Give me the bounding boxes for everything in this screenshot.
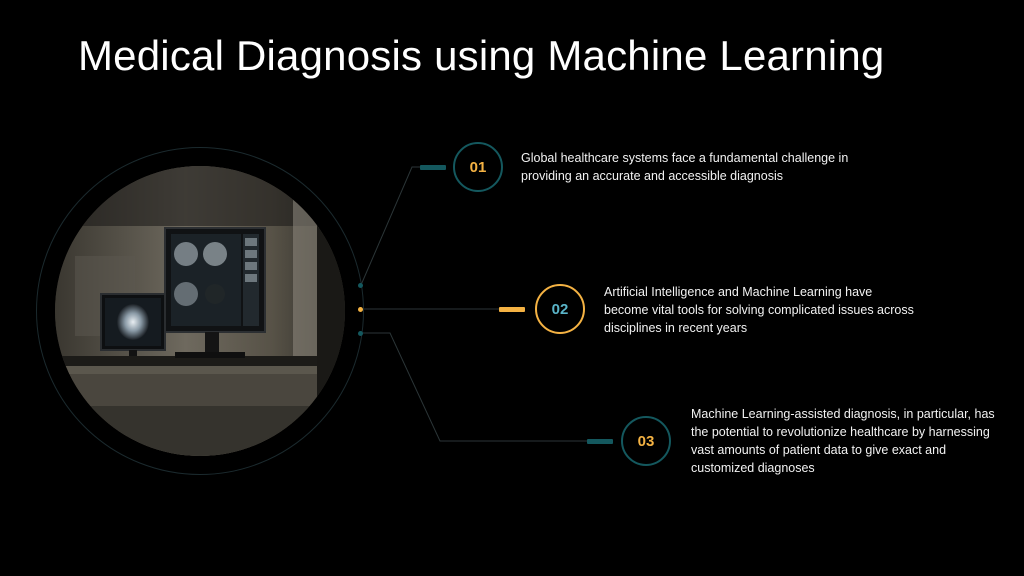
- item-1-number: 01: [469, 158, 487, 176]
- item-3-number: 03: [637, 432, 655, 450]
- item-1-number-circle: 01: [453, 142, 503, 192]
- ring-dot-3: [358, 331, 363, 336]
- ring-dot-1: [358, 283, 363, 288]
- item-1-text: Global healthcare systems face a fundame…: [521, 151, 849, 183]
- mri-monitor-photo: [55, 166, 345, 456]
- ring-dot-2: [358, 307, 363, 312]
- connector-line-3: [361, 332, 588, 442]
- connector-line-1: [360, 166, 420, 286]
- item-2-number: 02: [551, 300, 569, 318]
- item-3-dash: [587, 439, 613, 444]
- item-1-dash: [420, 165, 446, 170]
- item-3-text: Machine Learning-assisted diagnosis, in …: [691, 407, 995, 475]
- item-3-number-circle: 03: [621, 416, 671, 466]
- item-2-dash: [499, 307, 525, 312]
- slide-title: Medical Diagnosis using Machine Learning: [78, 32, 885, 79]
- item-2-text: Artificial Intelligence and Machine Lear…: [604, 285, 914, 335]
- item-2-number-circle: 02: [535, 284, 585, 334]
- photo-ring: [36, 147, 364, 475]
